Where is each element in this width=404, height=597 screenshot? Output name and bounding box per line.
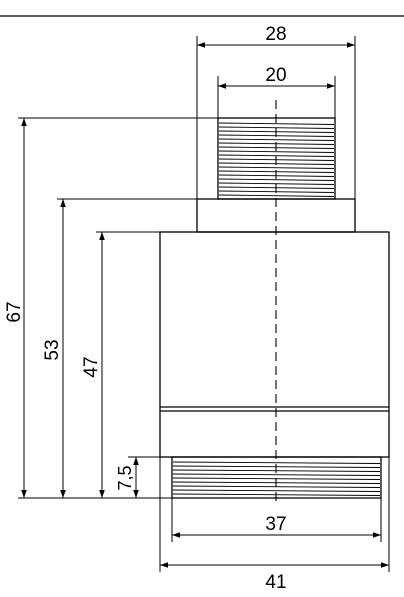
- top-thread-line: [218, 182, 335, 185]
- dim-20-label: 20: [265, 65, 286, 86]
- top-thread-line: [218, 166, 335, 169]
- top-thread-line: [218, 138, 335, 141]
- bottom-thread-line: [172, 473, 381, 476]
- main-body: [159, 231, 390, 458]
- bottom-thread-line: [172, 461, 381, 464]
- dim-47-label: 47: [81, 356, 102, 377]
- dim-7-5-label: 7,5: [115, 465, 135, 490]
- top-thread-line: [218, 150, 335, 153]
- dim-37-label: 37: [265, 514, 286, 535]
- dim-67-label: 67: [4, 301, 25, 322]
- bottom-thread-line: [172, 489, 381, 492]
- top-thread-line: [218, 126, 335, 129]
- top-thread-line: [218, 178, 335, 181]
- top-thread-line: [218, 194, 335, 197]
- dim-41-label: 41: [265, 572, 286, 593]
- dim-53-label: 53: [42, 339, 63, 360]
- top-thread-line: [218, 154, 335, 157]
- dim-28-label: 28: [265, 24, 286, 45]
- top-thread-line: [218, 122, 335, 125]
